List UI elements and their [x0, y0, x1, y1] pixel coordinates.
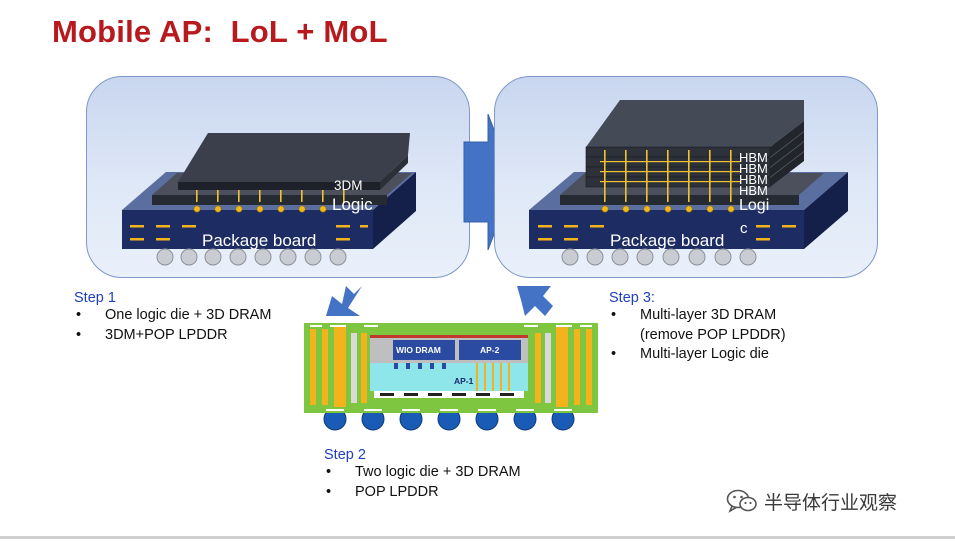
bottom-solder-balls	[323, 407, 575, 431]
step2-title: Step 2	[324, 447, 366, 463]
step2-cross-section: WIO DRAM AP-2 AP-1	[304, 323, 598, 431]
top-white-pads	[310, 325, 592, 327]
step1-title: Step 1	[74, 290, 116, 306]
step3-item-1-cont: (remove POP LPDDR)	[640, 326, 786, 343]
footer-divider	[0, 536, 955, 539]
step3-item-2: Multi-layer Logic die	[609, 345, 786, 365]
wio-dram-die	[393, 340, 455, 360]
left-logic-die	[152, 195, 387, 205]
right-package-diagram: HBM HBM HBM HBM Logi c Package board	[529, 100, 848, 266]
left-3dm-label: 3DM	[334, 178, 363, 193]
left-logic-label: Logic	[332, 195, 373, 214]
step2-block: Step 2 Two logic die + 3D DRAM POP LPDDR	[324, 447, 521, 502]
right-hbm-stack	[585, 100, 804, 188]
left-board-traces	[130, 225, 368, 241]
right-logic-label-2: c	[740, 220, 748, 237]
right-board-side	[804, 172, 848, 249]
step2-item-2: POP LPDDR	[324, 483, 521, 503]
left-board-side	[373, 172, 416, 249]
wio-dram-label: WIO DRAM	[396, 345, 441, 355]
step1-item-2: 3DM+POP LPDDR	[74, 326, 271, 346]
small-up-arrow	[517, 286, 553, 316]
step3-title: Step 3:	[609, 290, 655, 306]
hbm-label-4: HBM	[739, 183, 768, 198]
right-logic-label-1: Logi	[739, 197, 769, 214]
right-solder-balls	[561, 248, 757, 266]
ap2-die	[459, 340, 521, 360]
ap1-label: AP-1	[454, 376, 474, 386]
watermark-text: 半导体行业观察	[764, 491, 898, 514]
step3-item-1: Multi-layer 3D DRAM	[609, 306, 786, 326]
right-logic-die	[560, 195, 799, 205]
right-tsv-lines	[600, 150, 740, 202]
left-package-diagram: 3DM Logic Package board	[122, 133, 416, 266]
step3-block: Step 3: Multi-layer 3D DRAM (remove POP …	[609, 290, 786, 365]
left-bumps	[193, 189, 345, 213]
left-solder-balls	[156, 248, 347, 266]
step1-block: Step 1 One logic die + 3D DRAM 3DM+POP L…	[74, 290, 271, 345]
step2-item-1: Two logic die + 3D DRAM	[324, 463, 521, 483]
right-package-board-label: Package board	[610, 231, 724, 250]
slide-title: Mobile AP: LoL + MoL	[52, 14, 388, 49]
left-package-board-label: Package board	[202, 231, 316, 250]
right-board-front	[529, 210, 804, 249]
ap2-label: AP-2	[480, 345, 500, 355]
ap1-layer	[370, 363, 528, 391]
wechat-icon	[726, 489, 757, 513]
left-board-front	[122, 210, 373, 249]
left-3dm-die	[178, 133, 410, 182]
watermark: 半导体行业观察	[726, 486, 897, 516]
hbm-label-2: HBM	[739, 161, 768, 176]
step1-item-1: One logic die + 3D DRAM	[74, 306, 271, 326]
small-down-arrow	[326, 286, 362, 316]
hbm-label-3: HBM	[739, 172, 768, 187]
right-bumps	[601, 205, 735, 213]
side-vias	[310, 327, 592, 407]
hbm-label-1: HBM	[739, 150, 768, 165]
right-board-traces	[538, 225, 796, 241]
